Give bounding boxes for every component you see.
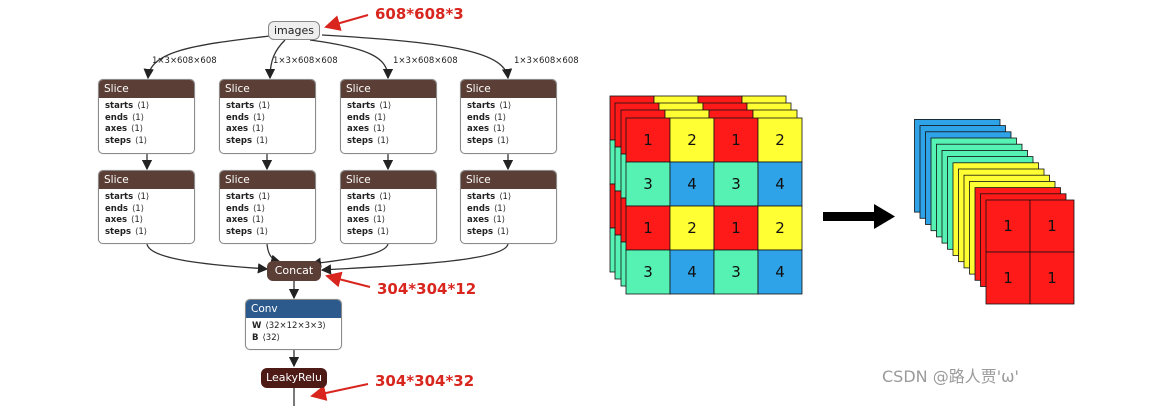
edge-images-slice-2	[264, 39, 286, 80]
grid-cell-label: 3	[643, 263, 653, 281]
slice-node-attrs: starts⟨1⟩ ends⟨1⟩ axes⟨1⟩ steps⟨1⟩	[347, 101, 392, 146]
csdn-watermark: CSDN @路人贾'ω'	[882, 367, 1019, 386]
grid-cell-4	[757, 161, 803, 207]
output-cell-1	[1029, 199, 1075, 253]
annotation-concat-shape: 304*304*12	[377, 280, 477, 298]
conv-node[interactable]: Conv W⟨32×12×3×3⟩ B⟨32⟩	[245, 299, 342, 350]
edge-label-4: 1×3×608×608	[514, 56, 579, 66]
grid-cell-2	[757, 205, 803, 251]
grid-cell-label: 2	[775, 131, 785, 149]
grid-cell-label: 1	[643, 131, 653, 149]
slice-node-attrs: starts⟨1⟩ ends⟨1⟩ axes⟨1⟩ steps⟨1⟩	[347, 192, 392, 237]
grid-cell-label: 4	[687, 263, 697, 281]
grid-cell-3	[713, 161, 759, 207]
slice-node-attrs: starts⟨1⟩ ends⟨1⟩ axes⟨1⟩ steps⟨1⟩	[105, 192, 150, 237]
edge-slice-concat-4	[320, 243, 509, 275]
edge-label-1: 1×3×608×608	[152, 56, 217, 66]
grid-cell-label: 3	[643, 175, 653, 193]
grid-cell-3	[625, 161, 671, 207]
slice-node-header: Slice	[461, 171, 556, 189]
output-cell-label: 1	[1003, 269, 1013, 287]
grid-cell-label: 2	[775, 219, 785, 237]
slice-node-attrs: starts⟨1⟩ ends⟨1⟩ axes⟨1⟩ steps⟨1⟩	[105, 101, 150, 146]
slice-node-attrs: starts⟨1⟩ ends⟨1⟩ axes⟨1⟩ steps⟨1⟩	[467, 192, 512, 237]
grid-cell-label: 3	[731, 175, 741, 193]
grid-cell-label: 4	[775, 263, 785, 281]
annotation-leaky-shape: 304*304*32	[375, 372, 475, 390]
edge-label-2: 1×3×608×608	[273, 56, 338, 66]
edge-images-slice-4	[321, 34, 513, 80]
grid-cell-3	[625, 249, 671, 295]
edge-images-slice-1	[143, 35, 271, 80]
slice-node-3a[interactable]: Slice starts⟨1⟩ ends⟨1⟩ axes⟨1⟩ steps⟨1⟩	[340, 79, 437, 154]
slice-node-4a[interactable]: Slice starts⟨1⟩ ends⟨1⟩ axes⟨1⟩ steps⟨1⟩	[460, 79, 557, 154]
grid-cell-1	[625, 205, 671, 251]
output-cell-label: 1	[1047, 269, 1057, 287]
grid-cell-label: 2	[687, 219, 697, 237]
edge-slice-concat-3	[310, 243, 389, 268]
slice-node-header: Slice	[341, 171, 436, 189]
output-cell-1	[1029, 251, 1075, 305]
slice-node-1a[interactable]: Slice starts⟨1⟩ ends⟨1⟩ axes⟨1⟩ steps⟨1⟩	[98, 79, 195, 154]
slice-node-header: Slice	[461, 80, 556, 98]
leakyrelu-node-label: LeakyRelu	[266, 371, 322, 384]
slice-node-header: Slice	[341, 80, 436, 98]
slice-node-attrs: starts⟨1⟩ ends⟨1⟩ axes⟨1⟩ steps⟨1⟩	[467, 101, 512, 146]
slice-node-header: Slice	[99, 80, 194, 98]
grid-cell-label: 4	[775, 175, 785, 193]
edge-label-3: 1×3×608×608	[393, 56, 458, 66]
concat-node[interactable]: Concat	[267, 261, 321, 281]
slice-node-header: Slice	[99, 171, 194, 189]
slice-node-3b[interactable]: Slice starts⟨1⟩ ends⟨1⟩ axes⟨1⟩ steps⟨1⟩	[340, 170, 437, 244]
slice-node-4b[interactable]: Slice starts⟨1⟩ ends⟨1⟩ axes⟨1⟩ steps⟨1⟩	[460, 170, 557, 244]
grid-cell-4	[669, 161, 715, 207]
slice-node-2a[interactable]: Slice starts⟨1⟩ ends⟨1⟩ axes⟨1⟩ steps⟨1⟩	[219, 79, 316, 154]
edge-images-slice-3	[309, 39, 394, 80]
grid-cell-1	[713, 117, 759, 163]
grid-cell-4	[669, 249, 715, 295]
slice-node-header: Slice	[220, 80, 315, 98]
grid-cell-label: 1	[643, 219, 653, 237]
leakyrelu-node[interactable]: LeakyRelu	[261, 368, 327, 388]
output-cell-1	[985, 251, 1031, 305]
grid-cell-2	[669, 117, 715, 163]
annotation-arrow-leaky	[310, 383, 369, 401]
output-cell-label: 1	[1003, 217, 1013, 235]
grid-cell-2	[757, 117, 803, 163]
slice-node-2b[interactable]: Slice starts⟨1⟩ ends⟨1⟩ axes⟨1⟩ steps⟨1⟩	[219, 170, 316, 244]
transform-arrow	[823, 204, 895, 229]
conv-node-attrs: W⟨32×12×3×3⟩ B⟨32⟩	[252, 321, 326, 343]
output-grid-stack: 1 1 1 1	[914, 119, 1075, 305]
edge-slice-concat-2	[266, 243, 282, 265]
annotation-input-shape: 608*608*3	[375, 5, 464, 23]
images-node[interactable]: images	[268, 21, 320, 40]
concat-node-label: Concat	[274, 264, 314, 277]
grid-cell-4	[757, 249, 803, 295]
grid-cell-label: 1	[731, 131, 741, 149]
grid-cell-label: 3	[731, 263, 741, 281]
annotation-arrow-concat	[325, 271, 371, 288]
grid-cell-label: 2	[687, 131, 697, 149]
input-grid-stack: 1 2 1 2 3 4 3 4 1 2 1 2 3 4 3 4	[609, 95, 803, 295]
grid-cell-label: 4	[687, 175, 697, 193]
grid-cell-1	[625, 117, 671, 163]
slice-node-1b[interactable]: Slice starts⟨1⟩ ends⟨1⟩ axes⟨1⟩ steps⟨1⟩	[98, 170, 195, 244]
grid-cell-label: 1	[731, 219, 741, 237]
annotation-arrow-input	[324, 14, 369, 31]
images-node-label: images	[274, 24, 314, 37]
edge-slice-concat-1	[146, 243, 269, 274]
output-cell-label: 1	[1047, 217, 1057, 235]
slice-node-attrs: starts⟨1⟩ ends⟨1⟩ axes⟨1⟩ steps⟨1⟩	[226, 101, 271, 146]
slice-node-attrs: starts⟨1⟩ ends⟨1⟩ axes⟨1⟩ steps⟨1⟩	[226, 192, 271, 237]
conv-node-header: Conv	[246, 300, 341, 318]
slice-node-header: Slice	[220, 171, 315, 189]
